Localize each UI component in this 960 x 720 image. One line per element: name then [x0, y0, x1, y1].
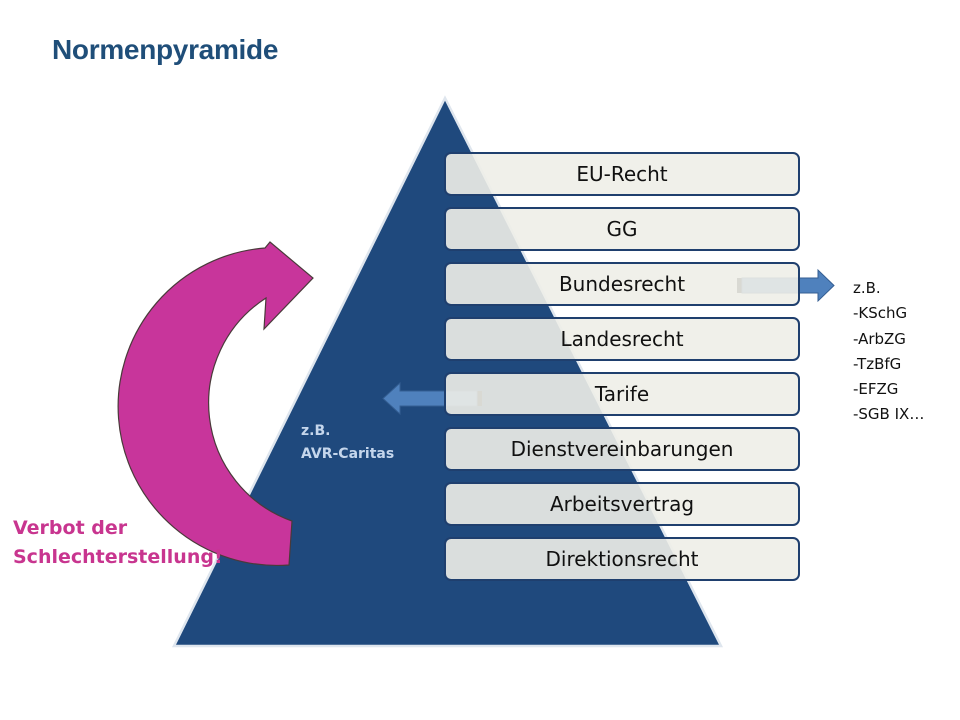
note-line: z.B.	[301, 423, 331, 439]
page-title: Normenpyramide	[52, 34, 279, 65]
note-line: -ArbZG	[853, 329, 906, 348]
note-line: -EFZG	[853, 380, 899, 399]
note-line: AVR-Caritas	[301, 446, 395, 462]
level-eu-recht: EU-Recht	[444, 152, 800, 196]
level-dienstvereinbarungen: Dienstvereinbarungen	[444, 427, 800, 471]
note-line: z.B.	[853, 279, 881, 297]
curved-arrow-icon	[117, 241, 314, 567]
example-note-laws: z.B. -KSchG -ArbZG -TzBfG -EFZG -SGB IX…	[853, 276, 924, 428]
level-bundesrecht: Bundesrecht	[444, 262, 800, 306]
verbot-line: Verbot der	[13, 517, 128, 539]
level-arbeitsvertrag: Arbeitsvertrag	[444, 482, 800, 526]
verbot-line: Schlechterstellung!	[13, 546, 223, 568]
note-line: -SGB IX…	[853, 405, 925, 424]
level-direktionsrecht: Direktionsrecht	[444, 537, 800, 581]
example-note-avr: z.B. AVR-Caritas	[301, 420, 394, 466]
note-line: -KSchG	[853, 304, 908, 323]
verbot-label: Verbot der Schlechterstellung!	[13, 514, 223, 572]
level-landesrecht: Landesrecht	[444, 317, 800, 361]
level-tarife: Tarife	[444, 372, 800, 416]
note-line: -TzBfG	[853, 354, 902, 373]
level-gg: GG	[444, 207, 800, 251]
